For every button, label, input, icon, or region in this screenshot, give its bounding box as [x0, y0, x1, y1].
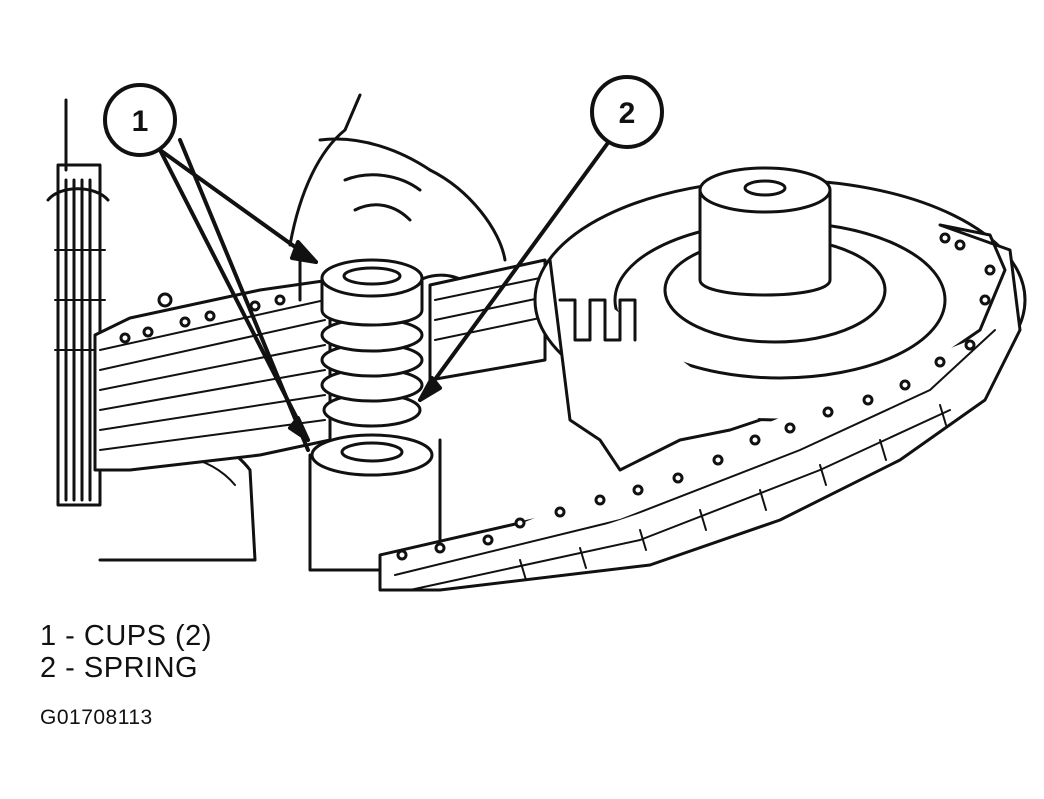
chain-left	[93, 278, 332, 472]
leader-lines	[158, 138, 612, 452]
callout-1-number: 1	[132, 105, 149, 138]
callout-2-number: 2	[619, 97, 636, 130]
spring-and-cups	[308, 258, 442, 572]
transfer-case-illustration: 1 2	[46, 75, 1027, 592]
callout-1: 1	[103, 83, 177, 157]
output-shaft	[46, 98, 110, 507]
legend-item-cups: 1 - CUPS (2)	[40, 620, 212, 652]
drive-sprocket	[533, 166, 1027, 472]
legend-item-spring: 2 - SPRING	[40, 652, 199, 684]
figure-id: G01708113	[40, 706, 153, 729]
callout-2: 2	[590, 75, 664, 149]
chain-right	[378, 223, 1022, 592]
